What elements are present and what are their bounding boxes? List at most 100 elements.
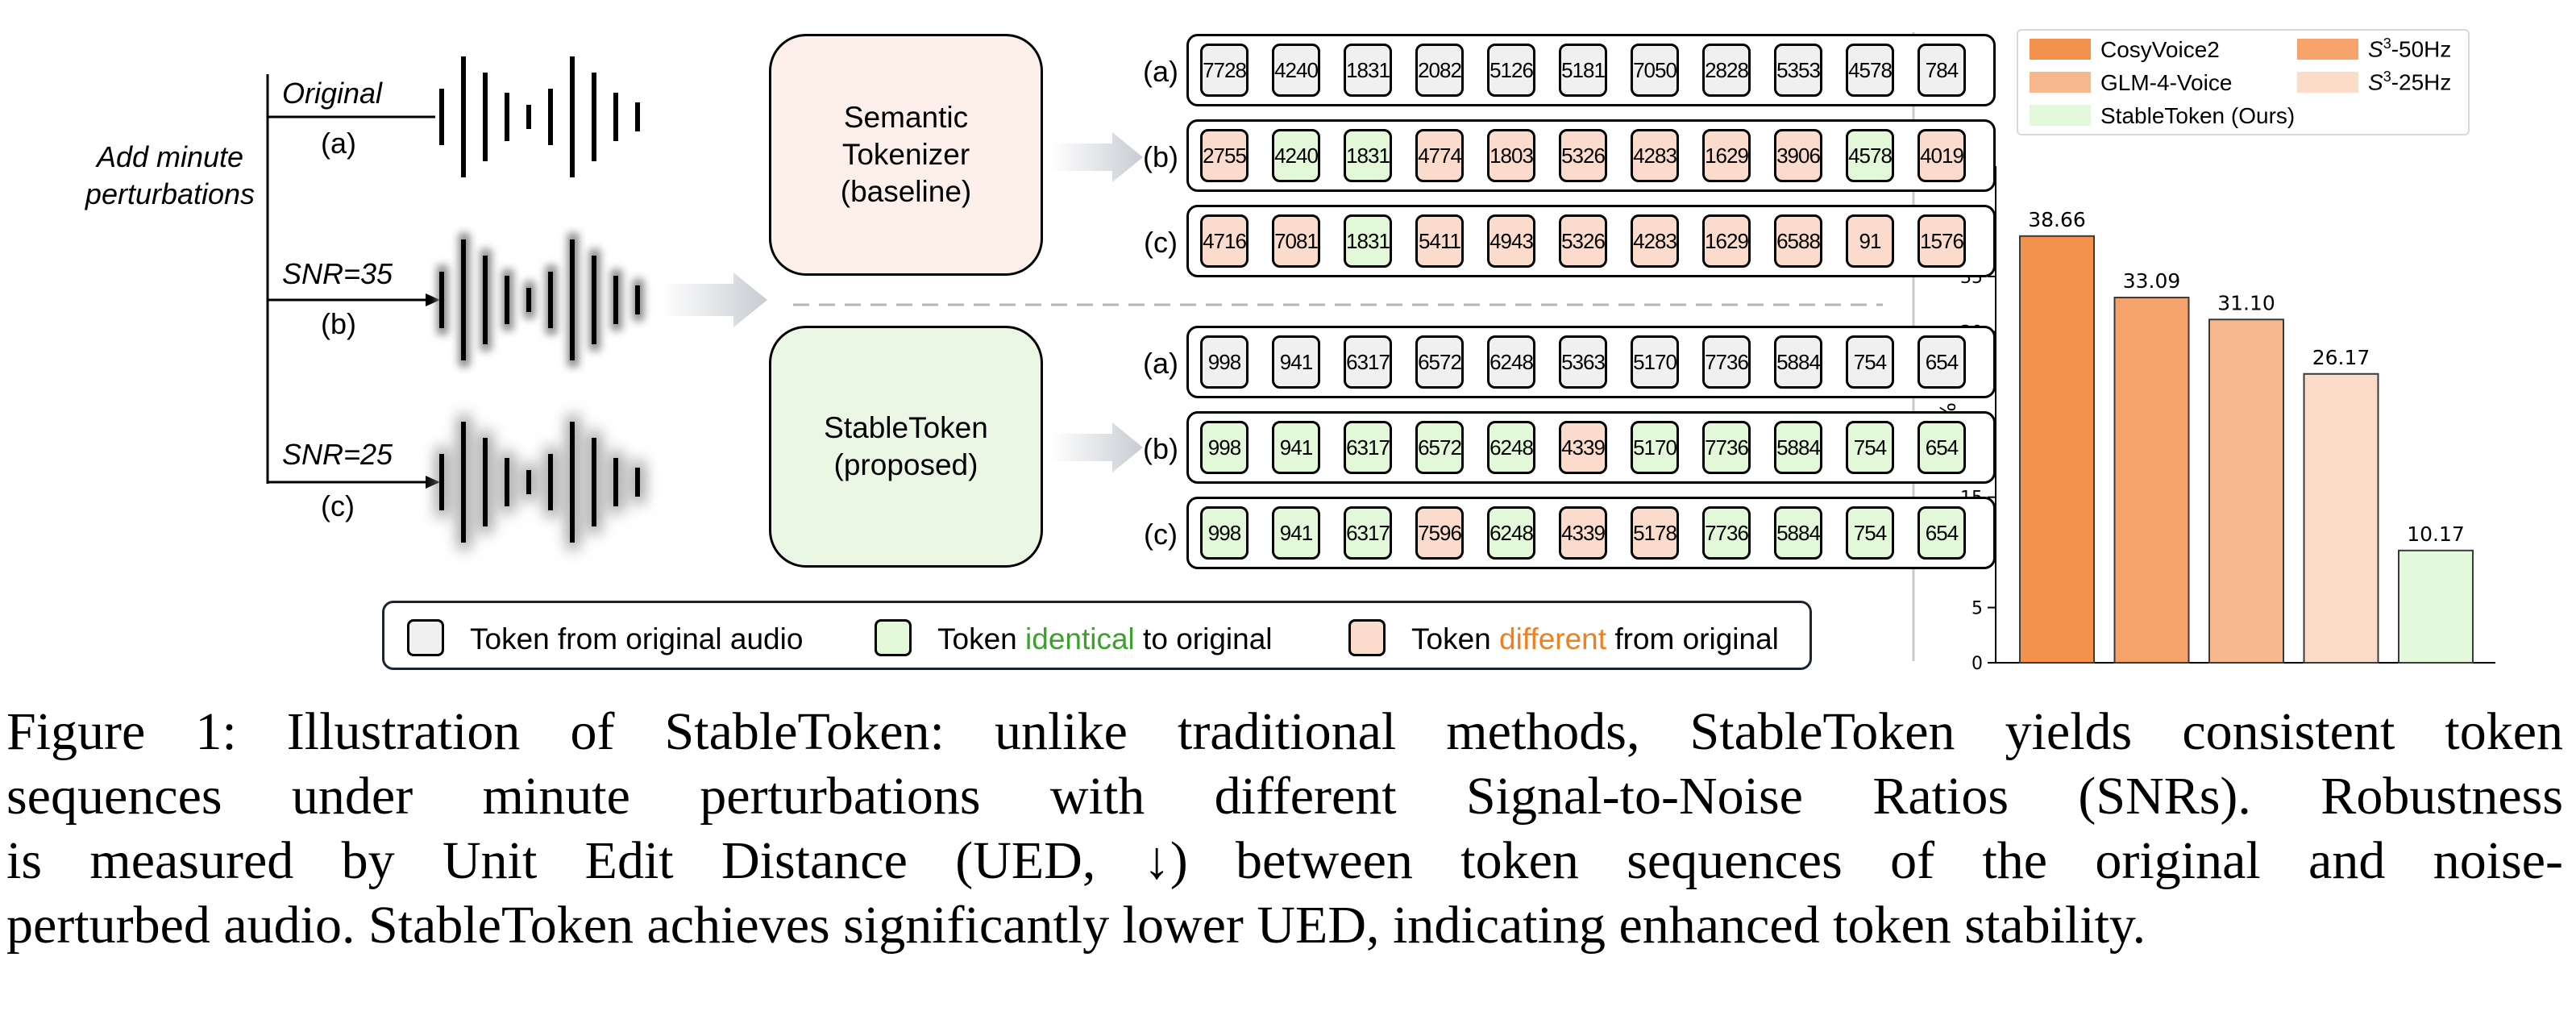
token: 1831 — [1344, 44, 1392, 97]
token: 998 — [1200, 506, 1249, 560]
bar-StableToken (Ours) — [2398, 549, 2474, 664]
token: 941 — [1272, 421, 1320, 474]
waveform-bar — [570, 56, 575, 177]
token: 6317 — [1344, 335, 1392, 389]
token: 1629 — [1702, 214, 1751, 268]
legend-swatch-original — [407, 619, 444, 656]
token: 1831 — [1344, 214, 1392, 268]
token: 4240 — [1272, 129, 1320, 182]
token: 91 — [1846, 214, 1894, 268]
waveform-snr25 — [437, 415, 644, 549]
token: 4019 — [1917, 129, 1966, 182]
token: 1803 — [1487, 129, 1535, 182]
token: 7736 — [1702, 335, 1751, 389]
s3-25hz-sup: 3 — [2383, 69, 2391, 85]
token: 5884 — [1774, 421, 1822, 474]
token: 2755 — [1200, 129, 1249, 182]
token: 6572 — [1415, 421, 1464, 474]
token: 6317 — [1344, 421, 1392, 474]
waveform-bar — [548, 454, 553, 510]
arrow-baseline-b — [1051, 132, 1143, 182]
legend-swatch-identical — [875, 619, 912, 656]
token: 4283 — [1631, 129, 1679, 182]
legend-different-pre: Token — [1411, 622, 1500, 655]
token: 941 — [1272, 506, 1320, 560]
token: 5181 — [1559, 44, 1607, 97]
branch-c-bottom: (c) — [321, 489, 355, 522]
token: 754 — [1846, 421, 1894, 474]
legend-identical-hl: identical — [1025, 622, 1135, 655]
waveform-bar — [613, 93, 618, 141]
chart-legend-cosyvoice2: CosyVoice2 — [2100, 37, 2220, 62]
waveform-original — [439, 56, 640, 177]
waveform-bar — [570, 239, 575, 360]
token: 2082 — [1415, 44, 1464, 97]
tokenizer-proposed: StableToken (proposed) — [769, 326, 1043, 568]
chart-legend-swatch-stabletoken — [2030, 105, 2091, 126]
chart-legend-swatch-cosyvoice2 — [2030, 39, 2091, 60]
waveform-bar — [570, 422, 575, 543]
bar-value-label: 26.17 — [2312, 346, 2370, 369]
waveform-bar — [613, 276, 618, 324]
token: 7050 — [1631, 44, 1679, 97]
chart-legend-swatch-glm4voice — [2030, 72, 2091, 93]
token: 5126 — [1487, 44, 1535, 97]
bar-S3-50Hz — [2113, 297, 2190, 664]
s3-50hz-base: S — [2368, 36, 2383, 62]
waveform-bar — [505, 458, 509, 506]
arrow-head-c — [426, 476, 440, 489]
bar-value-label: 38.66 — [2028, 208, 2086, 231]
token: 754 — [1846, 335, 1894, 389]
waveform-bar — [526, 105, 531, 129]
bar-value-label: 10.17 — [2407, 522, 2465, 546]
token: 7596 — [1415, 506, 1464, 560]
token: 7728 — [1200, 44, 1249, 97]
waveform-bar — [592, 73, 596, 161]
waveform-bar — [635, 468, 640, 497]
token: 654 — [1917, 506, 1966, 560]
token: 784 — [1917, 44, 1966, 97]
bar-value-label: 31.10 — [2217, 291, 2275, 314]
y-tick-label: 5 — [1971, 599, 1983, 619]
token: 4339 — [1559, 506, 1607, 560]
waveform-bar — [461, 56, 466, 177]
bar-S3-25Hz — [2303, 372, 2379, 664]
token: 4578 — [1846, 44, 1894, 97]
branch-a-top: Original — [282, 77, 383, 110]
chart-legend: CosyVoice2 GLM-4-Voice StableToken (Ours… — [2017, 29, 2470, 135]
token: 654 — [1917, 421, 1966, 474]
waveform-snr35 — [437, 233, 644, 367]
chart-legend-s3-25hz: S3-25Hz — [2368, 69, 2451, 95]
branch-tree — [266, 74, 435, 484]
waveform-bar — [483, 73, 488, 161]
perturb-label: Add minute perturbations — [85, 140, 256, 210]
row-label-baseline-2: (c) — [1144, 226, 1178, 259]
token: 4943 — [1487, 214, 1535, 268]
figure-caption: Figure 1: Illustration of StableToken: u… — [0, 700, 2576, 958]
waveform-bar — [613, 458, 618, 506]
token: 5170 — [1631, 335, 1679, 389]
waveform-bar — [548, 89, 553, 145]
token: 5884 — [1774, 335, 1822, 389]
waveform-bar — [461, 422, 466, 543]
token: 6572 — [1415, 335, 1464, 389]
caption-line-2: sequences under minute perturbations wit… — [6, 767, 2563, 826]
waveform-bar — [505, 276, 509, 324]
token: 5326 — [1559, 214, 1607, 268]
token: 7736 — [1702, 421, 1751, 474]
chart-legend-swatch-s3-25hz — [2297, 72, 2358, 93]
token: 4774 — [1415, 129, 1464, 182]
tokenizer-baseline-label: Semantic Tokenizer (baseline) — [840, 100, 972, 209]
token: 3906 — [1774, 129, 1822, 182]
legend-text-identical: Token identical to original — [937, 622, 1273, 656]
chart-legend-stabletoken: StableToken (Ours) — [2100, 103, 2296, 128]
token: 1831 — [1344, 129, 1392, 182]
token: 941 — [1272, 335, 1320, 389]
waveform-bar — [461, 239, 466, 360]
chart-legend-s3-50hz: S3-50Hz — [2368, 35, 2451, 62]
token: 5363 — [1559, 335, 1607, 389]
